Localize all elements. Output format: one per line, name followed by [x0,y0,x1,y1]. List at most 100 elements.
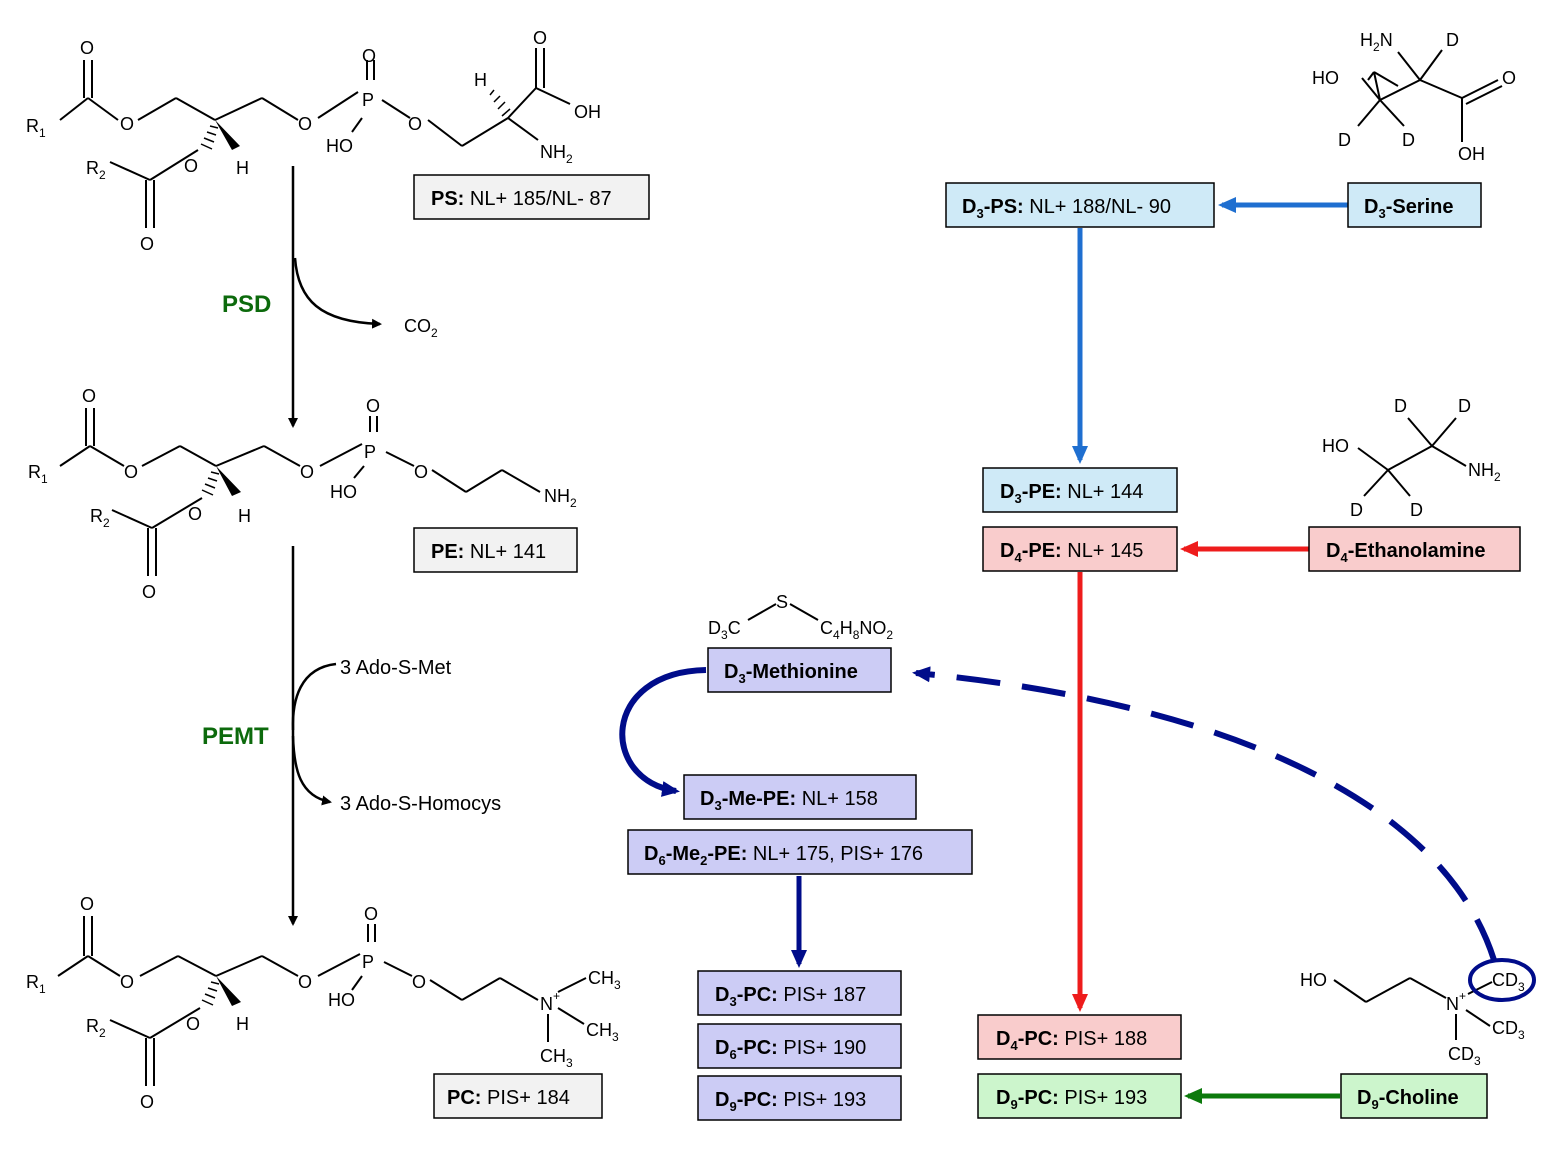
svg-text:D9-PC: PIS+ 193: D9-PC: PIS+ 193 [715,1089,866,1114]
choline-to-methionine-dashed-arrow [912,666,1497,961]
pe-hash [201,471,220,496]
pc-ch3-top: CH3 [588,968,621,992]
svg-text:D3-Me-PE: NL+ 158: D3-Me-PE: NL+ 158 [700,788,878,813]
pe-o-phos-right: O [414,462,428,482]
pe-r1: R1 [28,462,48,486]
ps-structure [59,48,571,228]
ps-p: P [362,90,374,110]
ethanolamine-d-bl: D [1350,500,1363,520]
ps-o-ester1: O [120,114,134,134]
pe-o-ester1: O [124,462,138,482]
pc-o-phos-top: O [364,904,378,924]
d4-pe-box: D4-PE: NL+ 145 [982,526,1178,572]
d3-pc-box: D3-PC: PIS+ 187 [697,970,902,1016]
ps-h-glycerol: H [236,158,249,178]
choline-cd3-bottom: CD3 [1448,1044,1481,1068]
psd-label: PSD [222,291,271,318]
pc-ho: HO [328,990,355,1010]
svg-text:D3-PC: PIS+ 187: D3-PC: PIS+ 187 [715,984,866,1009]
svg-text:PE: NL+ 141: PE: NL+ 141 [431,541,546,563]
ps-r1: R1 [26,116,46,140]
ps-nh2: NH2 [540,142,573,166]
ethanolamine-nh2: NH2 [1468,460,1501,484]
ps-o-phos-left: O [298,114,312,134]
svg-text:PC: PIS+ 184: PC: PIS+ 184 [447,1087,570,1109]
ps-ho: HO [326,136,353,156]
ps-o-carbonyl2: O [140,234,154,254]
svg-text:D9-Choline: D9-Choline [1357,1087,1459,1112]
svg-text:D4-PE: NL+ 145: D4-PE: NL+ 145 [1000,540,1143,565]
svg-text:D3-PE: NL+ 144: D3-PE: NL+ 144 [1000,481,1143,506]
pc-p: P [362,952,374,972]
d3-pe-box: D3-PE: NL+ 144 [982,467,1178,513]
d3-ps-box: D3-PS: NL+ 188/NL- 90 [945,182,1215,228]
pc-hash [201,981,220,1006]
ps-o-ester2: O [184,156,198,176]
ado-met-label: 3 Ado-S-Met [340,657,452,679]
pc-box: PC: PIS+ 184 [433,1073,603,1119]
choline-cd3-top: CD3 [1492,970,1525,994]
pe-ho: HO [330,482,357,502]
cd3-highlight-ring [1468,958,1536,1002]
d4-pc-box: D4-PC: PIS+ 188 [977,1014,1182,1060]
serine-ho: HO [1312,68,1339,88]
pe-o-phos-top: O [366,396,380,416]
svg-text:D3-Methionine: D3-Methionine [724,661,858,686]
ps-r2: R2 [86,158,106,182]
ps-wedge [215,120,240,150]
pc-structure [57,916,587,1086]
pc-wedge [216,976,241,1006]
pe-structure [59,408,541,576]
ethanolamine-d-tr: D [1458,396,1471,416]
co2-label: CO2 [404,316,438,340]
pe-wedge [216,466,241,496]
left-reaction-arrows [288,166,382,926]
ethanolamine-d-br: D [1410,500,1423,520]
ps-h-serine: H [474,70,487,90]
ps-o-phos-top: O [362,46,376,66]
pc-o-phos-right: O [412,972,426,992]
svg-text:D3-Serine: D3-Serine [1364,196,1454,221]
pe-o-carbonyl1: O [82,386,96,406]
pc-h-glycerol: H [236,1014,249,1034]
d3-me-pe-box: D3-Me-PE: NL+ 158 [683,774,917,820]
methionine-d3c: D3C [708,618,741,642]
pemt-label: PEMT [202,723,269,750]
d4-ethanolamine-box: D4-Ethanolamine [1308,526,1521,572]
pc-o-carbonyl2: O [140,1092,154,1112]
serine-d-left: D [1338,130,1351,150]
serine-o: O [1502,68,1516,88]
d6-me2-pe-box: D6-Me2-PE: NL+ 175, PIS+ 176 [627,829,973,875]
pe-o-ester2: O [188,504,202,524]
ado-homocys-label: 3 Ado-S-Homocys [340,793,501,815]
ethanolamine-d-tl: D [1394,396,1407,416]
svg-text:D4-Ethanolamine: D4-Ethanolamine [1326,540,1485,565]
ps-oh: OH [574,102,601,122]
choline-cd3-right: CD3 [1492,1018,1525,1042]
pe-p: P [364,442,376,462]
ps-o-phos-right: O [408,114,422,134]
serine-d-right: D [1402,130,1415,150]
ps-box: PS: NL+ 185/NL- 87 [413,174,650,220]
ethanolamine-ho: HO [1322,436,1349,456]
pc-o-phos-left: O [298,972,312,992]
pc-ch3-bottom: CH3 [540,1046,573,1070]
svg-text:D3-PS: NL+ 188/NL- 90: D3-PS: NL+ 188/NL- 90 [962,196,1171,221]
svg-text:D6-PC: PIS+ 190: D6-PC: PIS+ 190 [715,1037,866,1062]
svg-text:D6-Me2-PE: NL+ 175, PIS+ 176: D6-Me2-PE: NL+ 175, PIS+ 176 [644,843,923,868]
serine-oh: OH [1458,144,1485,164]
d9-choline-structure [1333,977,1493,1040]
choline-ho: HO [1300,970,1327,990]
ps-o-carbonyl1: O [80,38,94,58]
pc-ch3-right: CH3 [586,1020,619,1044]
svg-text:PS: NL+ 185/NL- 87: PS: NL+ 185/NL- 87 [431,188,612,210]
d3-methionine-box: D3-Methionine [707,647,892,693]
d4-ethanolamine-structure [1357,417,1467,497]
pc-n-plus: N+ [540,989,560,1014]
ps-hash [200,89,511,150]
d9-pc-purple-box: D9-PC: PIS+ 193 [697,1075,902,1121]
methionine-c4h8no2: C4H8NO2 [820,618,893,642]
svg-text:D9-PC: PIS+ 193: D9-PC: PIS+ 193 [996,1087,1147,1112]
pc-o-carbonyl1: O [80,894,94,914]
